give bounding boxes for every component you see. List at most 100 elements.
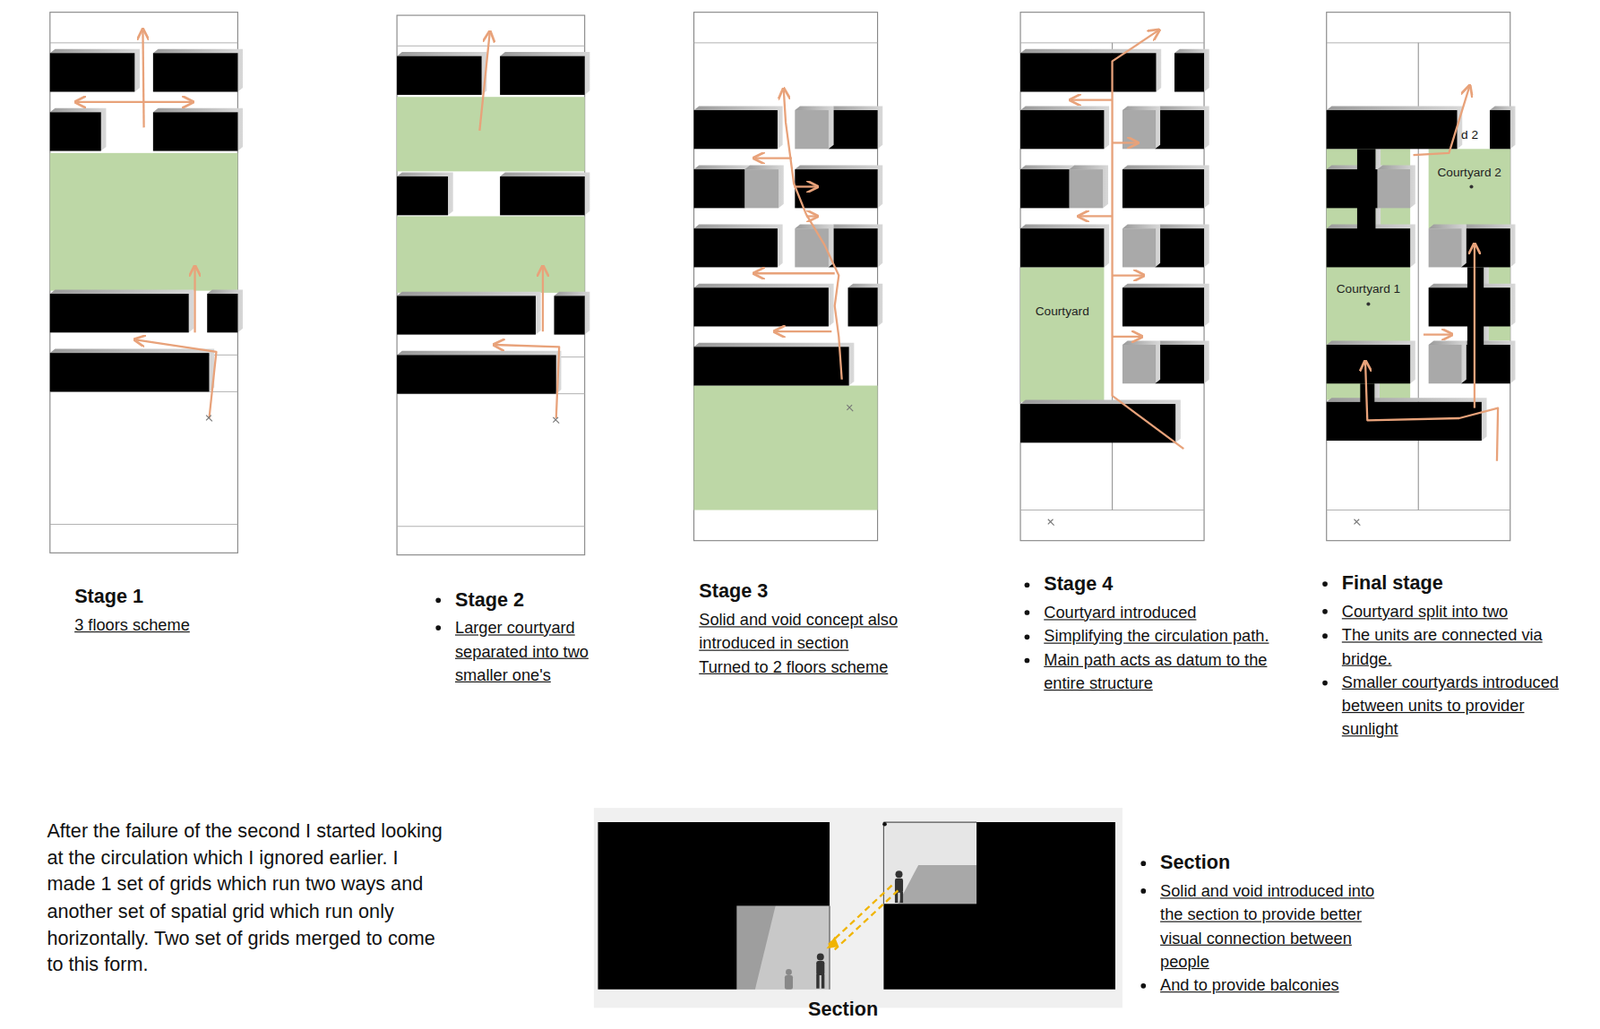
solid-block (1489, 110, 1511, 149)
caption-group: d 2 (1461, 126, 1503, 145)
block-shadow (694, 165, 751, 209)
solid-block (1428, 287, 1511, 327)
solid-block (1326, 110, 1458, 149)
section-drawing (593, 808, 1123, 1008)
block-shadow (499, 172, 590, 216)
design-note: And to provide balconies (1160, 973, 1385, 998)
block-shadow (1428, 340, 1467, 384)
block-shadow (50, 349, 215, 393)
block-shadow (1154, 105, 1209, 149)
circulation-arrow (755, 156, 792, 159)
sight-line (828, 886, 893, 946)
courtyard-dot (1366, 301, 1370, 306)
solid-block (153, 111, 239, 151)
void-block (1377, 169, 1411, 208)
block-shadow (1122, 165, 1210, 209)
circulation-arrow (1079, 215, 1112, 217)
block-shadow (694, 283, 835, 327)
solid-block (848, 287, 878, 327)
block-shadow (1154, 224, 1209, 268)
site-boundary (50, 12, 239, 554)
block-shadow (50, 49, 140, 93)
circulation-arrow (479, 32, 490, 130)
solid-block (50, 293, 190, 333)
block-shadow (694, 105, 783, 149)
solid-block (1326, 402, 1482, 441)
void-block (1122, 228, 1155, 267)
sight-arrow (826, 937, 840, 950)
block-shadow (1326, 224, 1416, 268)
block-shadow (794, 224, 834, 268)
solid-block (1326, 344, 1411, 384)
block-shadow (553, 292, 590, 336)
stage-heading: Section (1160, 849, 1385, 878)
courtyard-zone: Courtyard (1020, 266, 1104, 402)
caption-group: Stage 3Solid and void concept also intro… (698, 577, 929, 680)
circulation-arrow (755, 272, 835, 275)
solid-block (694, 169, 746, 208)
solid-block (396, 56, 482, 95)
design-note: Larger courtyard separated into two smal… (455, 615, 594, 687)
hidden-label-fragment: d 2 (1461, 126, 1503, 145)
stage-heading: Section (808, 996, 890, 1024)
courtyard-area (396, 215, 585, 293)
block-shadow (828, 224, 883, 268)
solid-block (206, 293, 238, 333)
block-shadow (694, 343, 855, 387)
block-shadow (1461, 224, 1515, 268)
roof-dot (882, 822, 887, 827)
circulation-arrow (793, 185, 817, 188)
solid-block (396, 295, 536, 335)
block-shadow (50, 289, 195, 333)
solid-block (1122, 287, 1205, 327)
block-shadow (1489, 105, 1515, 149)
circulation-arrow (1112, 274, 1144, 276)
stage-heading: Stage 3 (698, 577, 929, 606)
courtyard-zone: Courtyard 2 (1428, 148, 1511, 210)
void-block (1069, 169, 1104, 208)
solid-block (1020, 52, 1156, 92)
solid-block (828, 110, 878, 149)
solid-block (1154, 228, 1205, 267)
block-shadow (1122, 224, 1161, 268)
circulation-arrow (1413, 86, 1471, 155)
solid-block (1154, 344, 1205, 384)
courtyard-area (396, 96, 585, 172)
north-pin (1048, 519, 1055, 526)
courtyard-area (1428, 148, 1511, 229)
solid-block (396, 176, 448, 216)
site-boundary (694, 12, 878, 542)
solid-block (1154, 110, 1205, 149)
design-note: Turned to 2 floors scheme (698, 654, 929, 679)
roof-line (883, 821, 977, 823)
solid-block (1461, 228, 1511, 267)
void-block (1428, 344, 1462, 384)
circulation-arrow (1112, 141, 1137, 144)
block-shadow (396, 172, 454, 216)
void-block (794, 110, 829, 149)
stage-heading: Final stage (1341, 569, 1572, 598)
circulation-arrow (775, 330, 833, 333)
block-shadow (1326, 340, 1416, 384)
design-note: Courtyard split into two (1341, 599, 1572, 623)
block-shadow (1020, 224, 1110, 268)
circulation-arrow (783, 89, 843, 379)
circulation-arrow (1071, 98, 1113, 101)
block-shadow (1020, 105, 1110, 149)
solid-block (1122, 169, 1205, 208)
solid-block (1174, 52, 1205, 92)
solid-block (1326, 228, 1411, 267)
circulation-arrow (1423, 333, 1452, 336)
block-shadow (828, 105, 883, 149)
void-block (1428, 228, 1462, 267)
block-shadow (396, 292, 542, 336)
circulation-arrow (135, 339, 216, 419)
grid-line (396, 525, 585, 527)
caption-group: Section (808, 996, 890, 1027)
circulation-arrow (193, 266, 196, 333)
circulation-arrow (142, 30, 144, 128)
solid-block (1020, 228, 1104, 267)
grid-line (694, 42, 878, 44)
site-boundary (396, 15, 585, 556)
caption-group: Stage 13 floors scheme (74, 582, 249, 637)
